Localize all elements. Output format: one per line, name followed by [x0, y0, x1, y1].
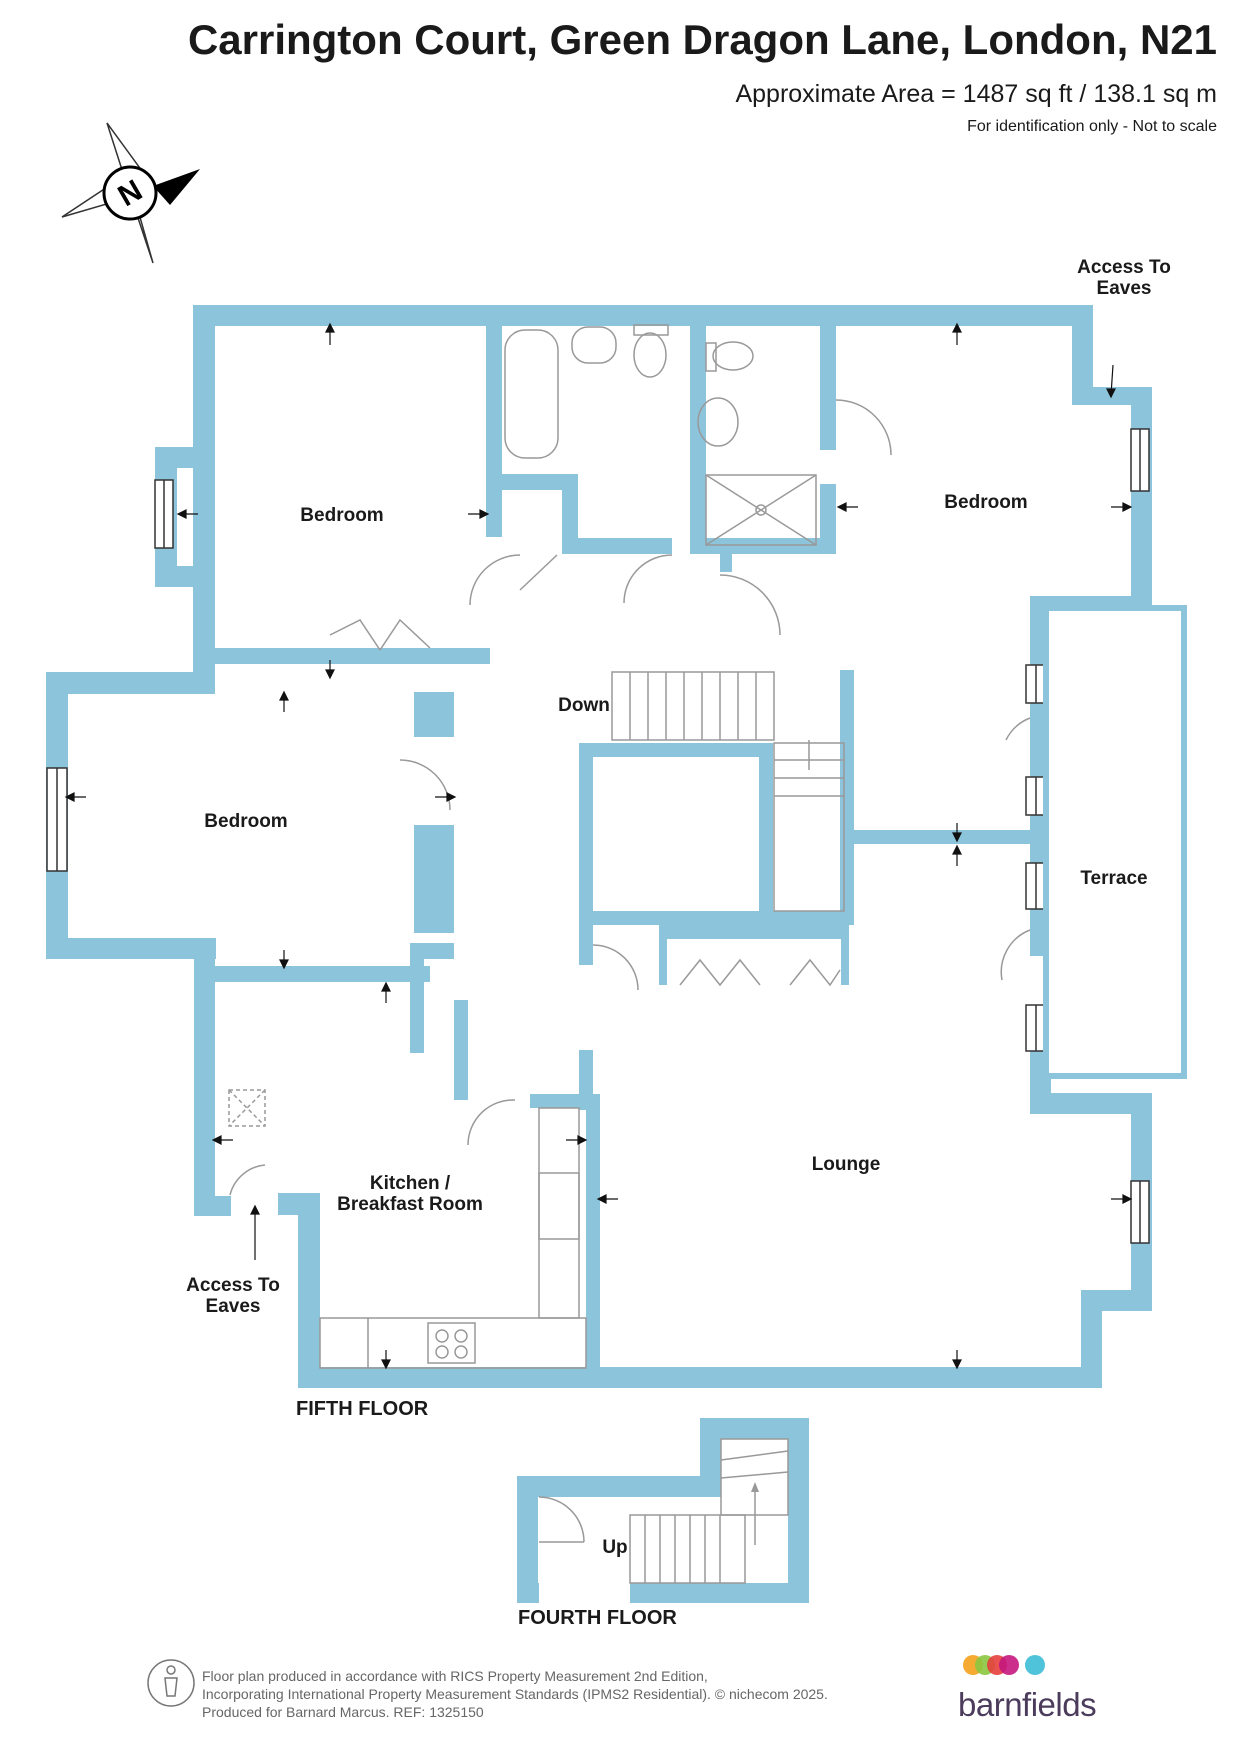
identification-note: For identification only - Not to scale	[967, 118, 1217, 135]
stairs-label-down: Down	[558, 695, 610, 716]
basin-icon	[697, 397, 739, 447]
brand-logo-icon	[963, 1655, 1045, 1675]
bathtub-icon	[504, 329, 559, 459]
stairs-up	[538, 1438, 789, 1584]
toilet-icon	[712, 341, 754, 371]
floor-label-fifth: FIFTH FLOOR	[296, 1398, 429, 1420]
room-label-terrace: Terrace	[1080, 868, 1147, 889]
footer-line-1: Floor plan produced in accordance with R…	[202, 1668, 708, 1684]
sink-icon	[538, 1172, 580, 1240]
footer-line-2: Incorporating International Property Mea…	[202, 1686, 828, 1702]
fifth-floor-walls	[46, 305, 1152, 1388]
eaves-label-top-1: Access To	[1077, 257, 1171, 278]
stairs-label-up: Up	[602, 1537, 627, 1558]
shower-tray-icon	[705, 474, 817, 546]
floor-label-fourth: FOURTH FLOOR	[518, 1607, 677, 1629]
fixtures	[228, 324, 1031, 1369]
fourth-floor-walls	[517, 1418, 809, 1603]
room-label-bedroom-1: Bedroom	[300, 505, 383, 526]
eaves-label-top-2: Eaves	[1097, 278, 1152, 299]
toilet-icon	[633, 332, 667, 378]
room-label-lounge: Lounge	[812, 1154, 881, 1175]
footer-credits: Floor plan produced in accordance with R…	[202, 1667, 828, 1721]
eaves-label-bottom-1: Access To	[186, 1275, 280, 1296]
hob-icon	[427, 1322, 476, 1364]
room-label-kitchen-2: Breakfast Room	[337, 1194, 483, 1215]
brand-name: barnfields	[958, 1686, 1097, 1723]
property-title: Carrington Court, Green Dragon Lane, Lon…	[187, 16, 1217, 63]
loft-hatch-icon	[228, 1089, 266, 1127]
approximate-area: Approximate Area = 1487 sq ft / 138.1 sq…	[735, 80, 1217, 108]
footer-line-3: Produced for Barnard Marcus. REF: 132515…	[202, 1704, 484, 1720]
room-label-kitchen-1: Kitchen /	[370, 1173, 451, 1194]
room-label-bedroom-2: Bedroom	[944, 492, 1027, 513]
eaves-label-bottom-2: Eaves	[206, 1296, 261, 1317]
compass-north-icon: N	[61, 122, 200, 264]
terrace-area	[1043, 605, 1187, 1079]
measurement-arrows	[64, 322, 1133, 1370]
basin-icon	[571, 326, 617, 364]
measurement-standard-icon	[147, 1659, 195, 1707]
windows	[46, 428, 1150, 1244]
room-label-bedroom-3: Bedroom	[204, 811, 287, 832]
stairs-down	[611, 671, 845, 912]
